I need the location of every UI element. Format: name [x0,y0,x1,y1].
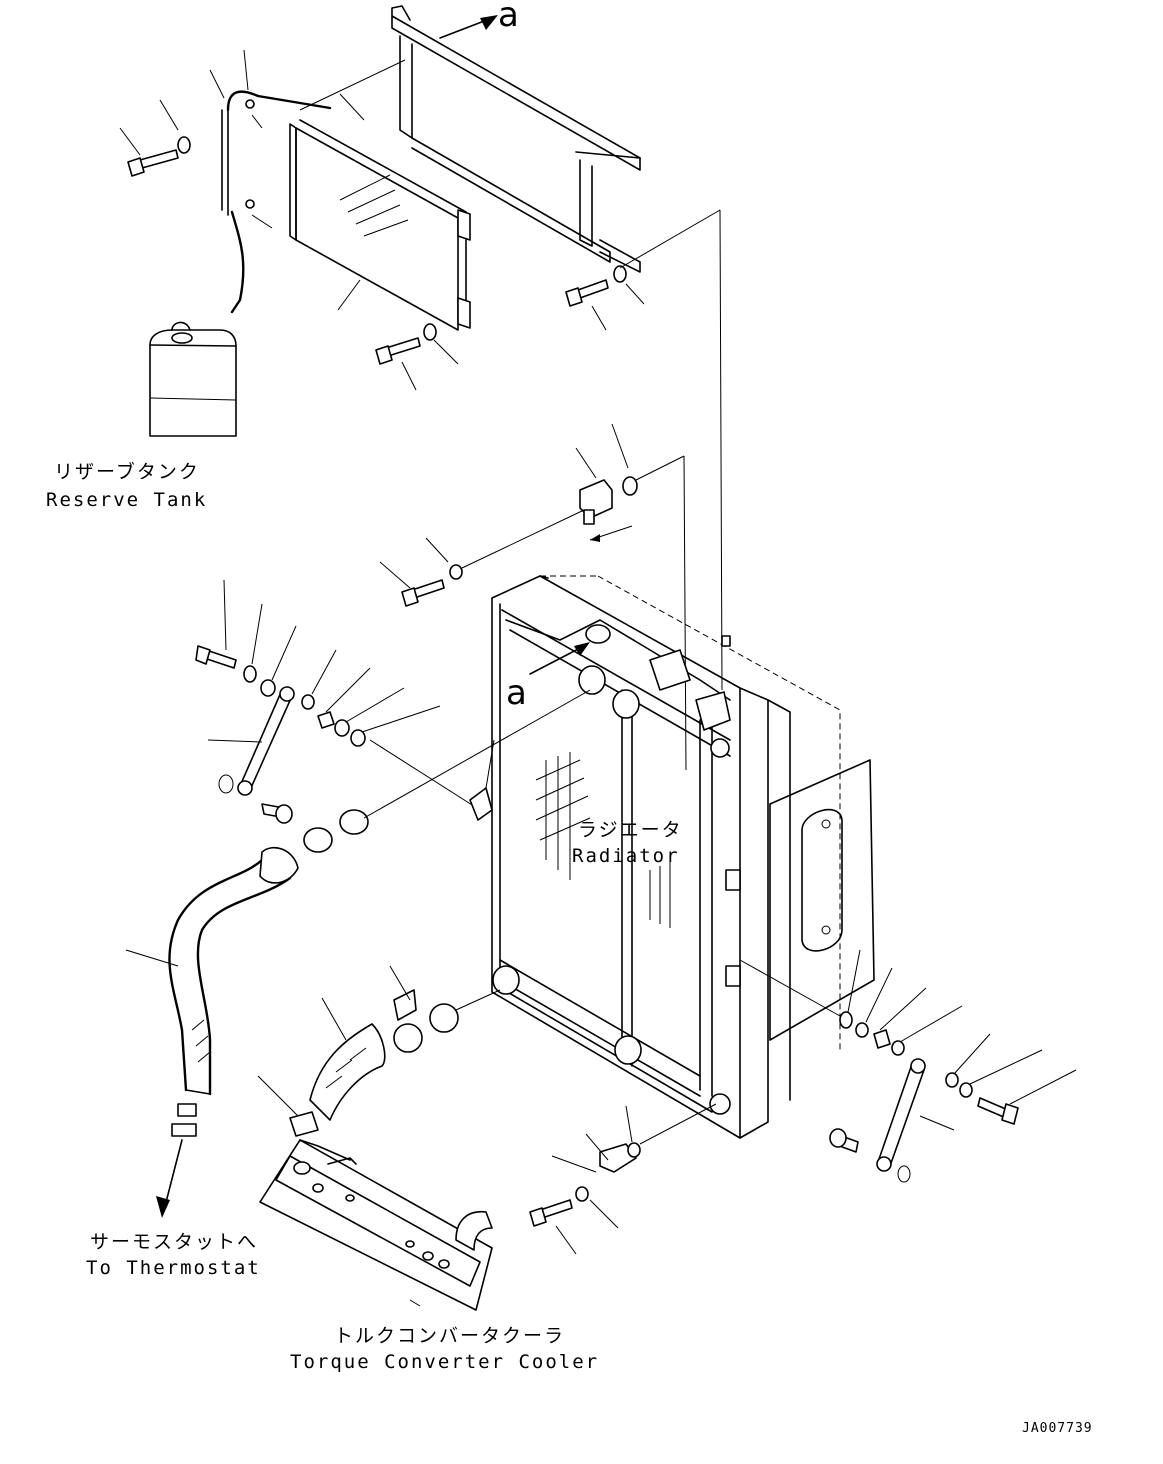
bolt-top-left [119,49,365,229]
upper-hose-clamps [303,689,591,853]
water-outlet-fitting [575,423,687,771]
mounting-bracket [299,5,641,273]
right-stay-rod [739,949,1077,1183]
radiator-core-hatch [535,752,671,928]
bolt-bracket [565,209,721,331]
lower-hose-clamps [257,965,501,1137]
reference-mark-top: a [498,0,519,35]
radiator-label-jp: ラジエータ [578,819,683,841]
radiator-label-en: Radiator [572,845,680,867]
reference-arrow-top: a [439,0,519,39]
left-stay-rod [195,579,495,824]
reserve-tank [149,321,237,437]
drawing-code: JA007739 [1022,1421,1093,1436]
reserve-tank-hose [221,90,332,314]
hose-clips [156,1103,197,1218]
upper-radiator-hose [125,846,299,1096]
bolt-condenser [337,279,459,391]
reserve-tank-label-en: Reserve Tank [46,489,207,511]
torque-converter-label-jp: トルクコンバータクーラ [334,1325,565,1347]
thermostat-label-jp: サーモスタットへ [90,1231,258,1253]
reference-mark-radiator: a [506,673,527,713]
thermostat-label-en: To Thermostat [86,1257,261,1279]
torque-converter-cooler [259,1139,493,1311]
radiator [491,575,875,1139]
lower-hose [309,997,386,1121]
oil-cooler-core [289,119,471,331]
reserve-tank-label-jp: リザーブタンク [54,460,200,483]
drain-fitting [529,1103,717,1255]
bolt-outlet [379,509,585,607]
reference-arrow-radiator: a [506,642,590,713]
torque-converter-label-en: Torque Converter Cooler [290,1351,599,1373]
